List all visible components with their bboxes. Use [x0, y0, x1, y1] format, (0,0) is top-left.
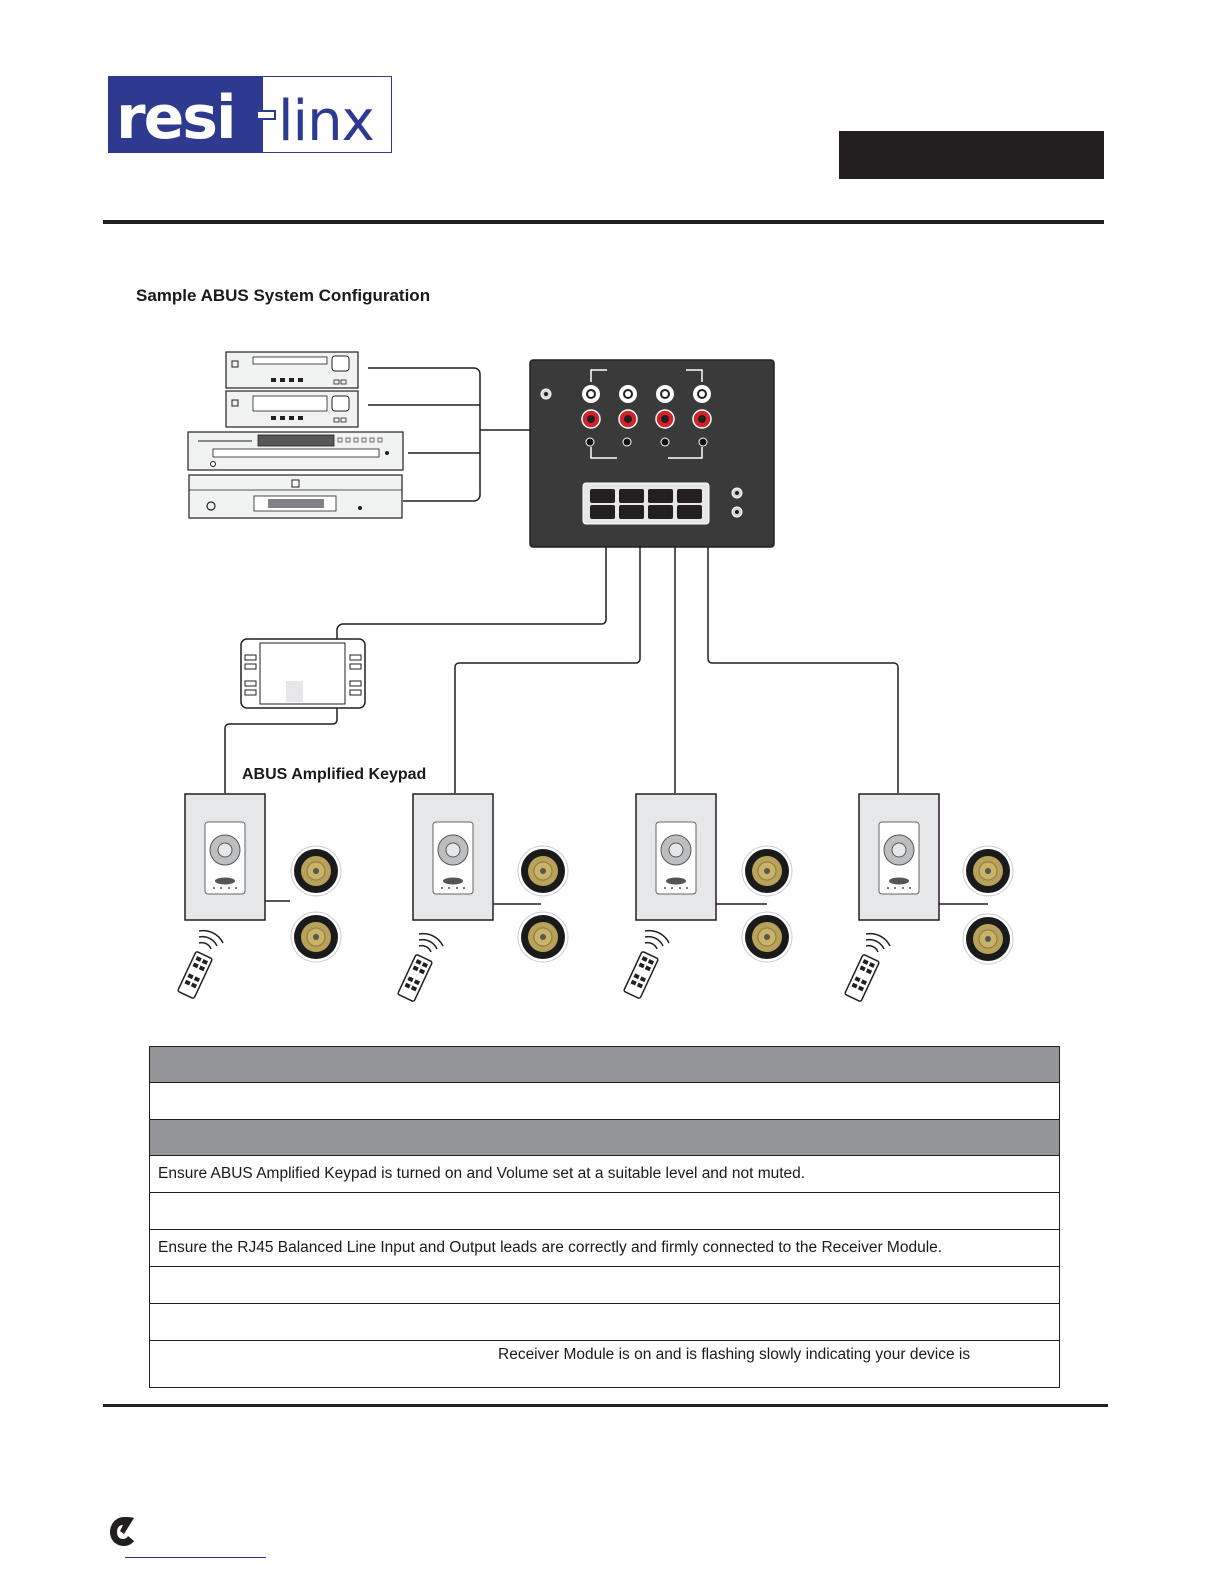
- diagram-title: Sample ABUS System Configuration: [136, 286, 431, 305]
- receiver-module: [529, 359, 775, 548]
- table-row: [149, 1303, 1060, 1340]
- table-header: [149, 1046, 1060, 1082]
- zone-4: [843, 793, 1014, 1003]
- table-row: Ensure the RJ45 Balanced Line Input and …: [149, 1229, 1060, 1266]
- svg-text:resi: resi: [116, 83, 235, 153]
- source-device-dvd: [187, 431, 404, 471]
- source-device-tuner-2: [225, 390, 359, 428]
- ceiling-speaker: [741, 845, 793, 897]
- zone-1: [176, 793, 342, 1000]
- remote-control: [396, 932, 444, 1003]
- system-diagram: [176, 351, 1014, 1003]
- remote-control: [843, 932, 891, 1003]
- source-cables: [368, 367, 531, 502]
- footer-link[interactable]: [125, 1557, 266, 1558]
- table-row: Receiver Module is on and is flashing sl…: [149, 1340, 1060, 1388]
- touch-panel: [240, 638, 366, 709]
- ceiling-speaker: [962, 913, 1014, 965]
- amplified-keypad: [635, 793, 717, 921]
- resi-linx-logo: resi linx: [108, 76, 392, 153]
- table-header: [149, 1119, 1060, 1155]
- table-row-text: Receiver Module is on and is flashing sl…: [498, 1346, 971, 1363]
- remote-control: [176, 929, 224, 1000]
- footer-rule: [103, 1404, 1108, 1407]
- amplified-keypad: [858, 793, 940, 921]
- svg-text:linx: linx: [278, 89, 374, 153]
- rj45-cables: [224, 547, 899, 793]
- c-tick-compliance-icon: [110, 1517, 134, 1546]
- table-row: [149, 1082, 1060, 1119]
- source-device-amplifier: [188, 474, 403, 519]
- header-title-bar: [839, 131, 1104, 179]
- amplified-keypad: [184, 793, 266, 921]
- ceiling-speaker: [962, 845, 1014, 897]
- source-device-tuner-1: [225, 351, 359, 389]
- remote-control: [622, 929, 670, 1000]
- zone-3: [622, 793, 793, 1000]
- ceiling-speaker: [290, 911, 342, 963]
- table-row: Ensure ABUS Amplified Keypad is turned o…: [149, 1155, 1060, 1192]
- amplified-keypad: [412, 793, 494, 921]
- ceiling-speaker: [741, 911, 793, 963]
- table-row: [149, 1192, 1060, 1229]
- ceiling-speaker: [517, 911, 569, 963]
- ceiling-speaker: [290, 845, 342, 897]
- keypad-label: ABUS Amplified Keypad: [242, 766, 427, 783]
- table-row: [149, 1266, 1060, 1303]
- troubleshooting-table: Ensure ABUS Amplified Keypad is turned o…: [149, 1046, 1060, 1388]
- header-rule: [103, 220, 1104, 224]
- zone-2: [396, 793, 569, 1003]
- ceiling-speaker: [517, 845, 569, 897]
